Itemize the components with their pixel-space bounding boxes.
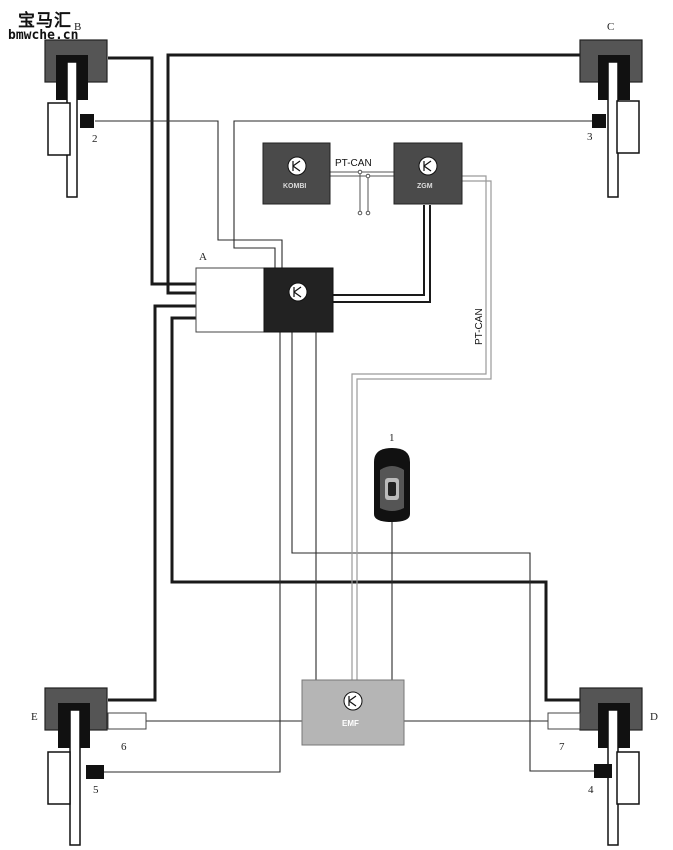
wheel-b (44, 39, 108, 198)
wheel-c (579, 39, 643, 198)
kombi-label: KOMBI (283, 183, 306, 190)
wheel-d (547, 687, 643, 846)
label-wheel-e: E (31, 711, 38, 723)
zgm-link (333, 205, 431, 303)
zgm-label: ZGM (417, 183, 433, 190)
cable-b-to-a (108, 56, 196, 286)
label-element-6: 6 (121, 741, 127, 753)
label-sensor-5: 5 (93, 784, 99, 796)
label-sensor-4: 4 (588, 784, 594, 796)
kombi-module (262, 142, 331, 205)
wire-sensor-2 (95, 120, 283, 268)
central-unit-a (195, 267, 334, 333)
sensor-wires (95, 120, 600, 773)
label-wheel-d: D (650, 711, 658, 723)
pt-can-label-vertical: PT-CAN (474, 308, 485, 345)
watermark-logo: 宝马汇 bmwche.cn (8, 6, 98, 48)
label-element-7: 7 (559, 741, 565, 753)
label-sensor-3: 3 (587, 131, 593, 143)
label-central-unit: A (199, 251, 207, 263)
pt-can-label-top: PT-CAN (335, 158, 372, 169)
wheel-e (44, 687, 147, 846)
label-wheel-c: C (607, 21, 614, 33)
zgm-module (393, 142, 463, 205)
thick-cables (108, 53, 580, 702)
wire-sensor-4 (291, 332, 598, 772)
pt-can-bus (351, 175, 492, 680)
watermark-url: bmwche.cn (8, 28, 79, 43)
label-wheel-b: B (74, 21, 81, 33)
emf-module (301, 679, 405, 746)
kombi-zgm-link (330, 169, 394, 216)
cable-e-to-a (108, 304, 196, 702)
cable-c-to-a (166, 53, 580, 295)
wire-sensor-3 (233, 120, 600, 268)
wire-sensor-5 (104, 332, 281, 773)
watermark-chinese: 宝马汇 (18, 11, 72, 31)
label-key: 1 (389, 432, 395, 444)
label-sensor-2: 2 (92, 133, 98, 145)
key-icon (374, 448, 410, 522)
emf-label: EMF (342, 719, 359, 728)
cable-d-to-a (170, 316, 580, 702)
